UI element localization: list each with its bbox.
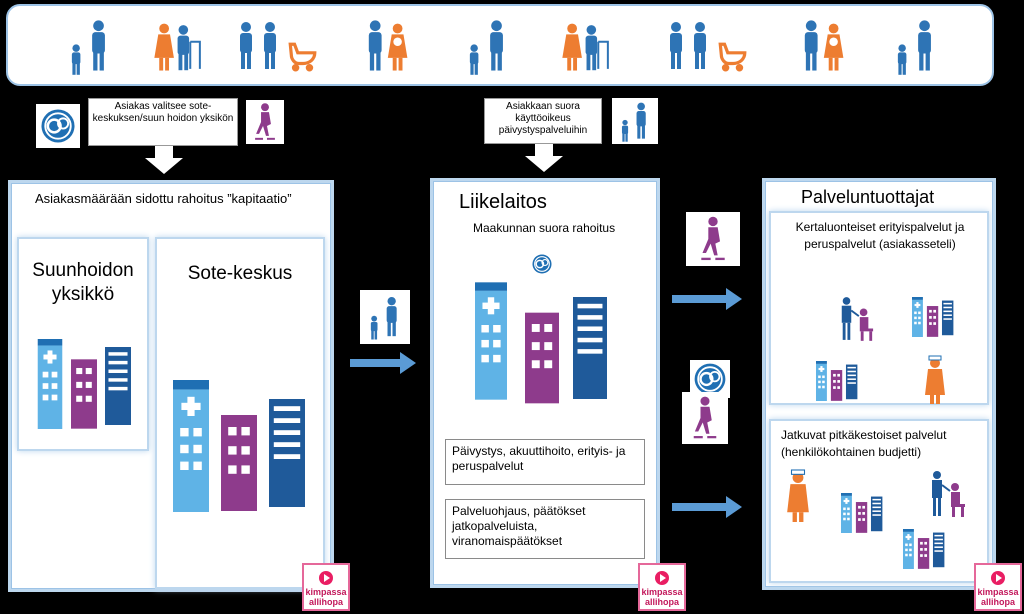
parent-child-icon [612, 98, 658, 144]
service-guidance-box: Palveluohjaus, päätökset jatkopalveluist… [445, 499, 645, 559]
kimpassa-logo: kimpassa allihopa [974, 563, 1022, 611]
callout-choice: Asiakas valitsee sote-keskuksen/suun hoi… [88, 98, 238, 146]
kimpassa-logo: kimpassa allihopa [302, 563, 350, 611]
logo-line1: kimpassa [641, 587, 683, 597]
service-guidance-text: Palveluohjaus, päätökset jatkopalveluist… [452, 504, 586, 548]
elderly-caregiver-icon [154, 23, 202, 71]
dental-unit-box: Suunhoidon yksikkö [17, 237, 149, 451]
sote-buildings-icon [173, 380, 305, 512]
arrow-to-voucher-services [672, 288, 742, 310]
buildings-icon [902, 529, 945, 569]
emergency-services-text: Päivystys, akuuttihoito, erityis- ja per… [452, 444, 626, 473]
family-stroller-icon [240, 22, 317, 72]
voucher-services-title: Kertaluonteiset erityispalvelut ja perus… [795, 220, 965, 251]
sote-centre-title: Sote-keskus [187, 263, 293, 284]
logo-line2: allihopa [644, 597, 679, 607]
nurse-icon [786, 469, 810, 523]
buildings-icon [840, 493, 883, 533]
rollerblader-icon [682, 392, 728, 444]
enterprise-buildings-icon [475, 282, 607, 404]
parent-child-icon [360, 290, 410, 344]
voucher-services-box: Kertaluonteiset erityispalvelut ja perus… [769, 211, 989, 405]
budget-services-title: Jatkuvat pitkäkestoiset palvelut (henkil… [781, 428, 947, 459]
kimpassa-logo: kimpassa allihopa [638, 563, 686, 611]
parent-baby-icon [368, 20, 408, 71]
doctor-patient-icon [931, 470, 966, 518]
capitation-panel: Asiakasmäärään sidottu rahoitus ”kapitaa… [8, 180, 334, 592]
sote-centre-box: Sote-keskus [155, 237, 325, 589]
nurse-icon [924, 355, 946, 405]
public-enterprise-panel: Liikelaitos Maakunnan suora rahoitus Päi… [430, 178, 660, 588]
budget-services-box: Jatkuvat pitkäkestoiset palvelut (henkil… [769, 419, 989, 583]
direct-funding-label: Maakunnan suora rahoitus [473, 221, 616, 235]
logo-line1: kimpassa [977, 587, 1019, 597]
logo-line2: allihopa [980, 597, 1015, 607]
play-icon [655, 571, 669, 585]
buildings-icon [911, 297, 954, 337]
family-stroller-icon [670, 22, 747, 72]
elderly-caregiver-icon [562, 23, 610, 71]
down-arrow-left [145, 146, 183, 174]
dental-buildings-icon [37, 339, 131, 429]
play-icon [991, 571, 1005, 585]
euro-coins-icon [36, 104, 80, 148]
parent-baby-icon [804, 20, 844, 71]
public-enterprise-title: Liikelaitos [459, 191, 547, 213]
callout-choice-text: Asiakas valitsee sote-keskuksen/suun hoi… [92, 101, 234, 124]
rollerblader-icon [686, 212, 740, 266]
arrow-left-to-middle [350, 352, 416, 374]
rollerblader-icon [246, 100, 284, 144]
dental-unit-title: Suunhoidon yksikkö [32, 260, 134, 305]
parent-child-icon [71, 20, 105, 75]
logo-line1: kimpassa [305, 587, 347, 597]
callout-emergency: Asiakkaan suora käyttöoikeus päivystyspa… [484, 98, 602, 144]
doctor-patient-icon [840, 296, 875, 342]
service-providers-title: Palveluntuottajat [801, 187, 935, 207]
service-providers-panel: Palveluntuottajat Kertaluonteiset erityi… [762, 178, 996, 590]
arrow-to-budget-services [672, 496, 742, 518]
buildings-icon [815, 361, 858, 401]
parent-child-icon [469, 20, 503, 75]
parent-child-icon [897, 20, 931, 75]
play-icon [319, 571, 333, 585]
logo-line2: allihopa [308, 597, 343, 607]
down-arrow-middle [525, 144, 563, 172]
emergency-services-box: Päivystys, akuuttihoito, erityis- ja per… [445, 439, 645, 485]
euro-coins-icon [690, 360, 730, 398]
population-band [6, 4, 994, 86]
callout-emergency-text: Asiakkaan suora käyttöoikeus päivystyspa… [498, 101, 588, 136]
capitation-title: Asiakasmäärään sidottu rahoitus ”kapitaa… [35, 191, 292, 206]
